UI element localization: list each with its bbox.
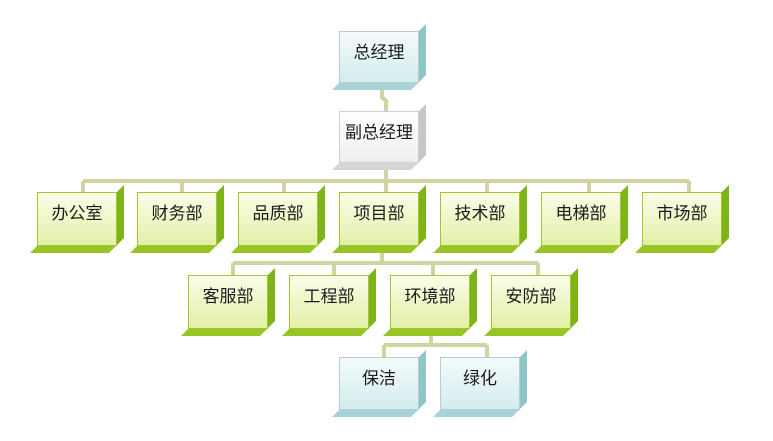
node-deputy-general-manager: 副总经理 (339, 111, 419, 163)
node-dept-project: 项目部 (339, 192, 419, 246)
node-greening: 绿化 (440, 357, 520, 410)
node-label: 安防部 (505, 287, 557, 307)
node-label: 品质部 (252, 204, 304, 224)
node-label: 项目部 (353, 204, 405, 224)
node-dept-finance: 财务部 (137, 192, 217, 246)
node-dept-office: 办公室 (37, 192, 117, 246)
node-general-manager: 总经理 (339, 31, 419, 83)
node-cleaning: 保洁 (339, 357, 419, 410)
node-dept-technology: 技术部 (440, 192, 520, 246)
node-label: 市场部 (656, 204, 708, 224)
node-label: 客服部 (202, 287, 254, 307)
node-dept-quality: 品质部 (238, 192, 318, 246)
node-label: 环境部 (404, 287, 456, 307)
node-dept-marketing: 市场部 (642, 192, 722, 246)
node-label: 财务部 (151, 204, 203, 224)
node-sub-engineering: 工程部 (289, 275, 369, 329)
node-label: 保洁 (362, 369, 396, 389)
node-label: 技术部 (454, 204, 506, 224)
node-label: 副总经理 (345, 123, 413, 143)
node-label: 绿化 (463, 369, 497, 389)
node-sub-environment: 环境部 (390, 275, 470, 329)
node-sub-security: 安防部 (491, 275, 571, 329)
node-label: 工程部 (303, 287, 355, 307)
node-label: 总经理 (353, 43, 405, 63)
node-label: 电梯部 (555, 204, 607, 224)
node-dept-elevator: 电梯部 (541, 192, 621, 246)
node-label: 办公室 (51, 204, 103, 224)
node-sub-customer-service: 客服部 (188, 275, 268, 329)
